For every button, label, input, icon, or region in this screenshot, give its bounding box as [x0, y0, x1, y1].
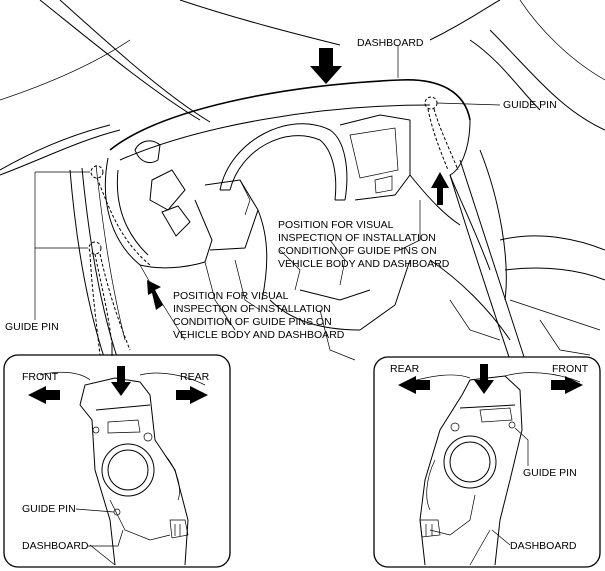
right-guide-pin-label: GUIDE PIN [523, 467, 577, 479]
svg-text:VEHICLE BODY AND DASHBOARD: VEHICLE BODY AND DASHBOARD [278, 258, 450, 270]
position-note-center: POSITION FOR VISUAL INSPECTION OF INSTAL… [278, 219, 450, 270]
right-detail-rear-arrow [398, 376, 430, 394]
svg-text:CONDITION OF GUIDE PINS ON: CONDITION OF GUIDE PINS ON [173, 316, 332, 328]
svg-text:VEHICLE BODY AND DASHBOARD: VEHICLE BODY AND DASHBOARD [173, 329, 345, 341]
svg-text:INSPECTION OF INSTALLATION: INSPECTION OF INSTALLATION [173, 303, 331, 315]
right-dashboard-label: DASHBOARD [510, 540, 577, 552]
right-detail-panel: REAR FRONT GUIDE PIN DASHBOARD [373, 356, 601, 568]
push-down-arrow [310, 48, 342, 84]
right-detail-push-arrow [474, 364, 494, 394]
inspection-arrow-center [431, 172, 449, 205]
left-dashboard-label: DASHBOARD [22, 540, 89, 552]
right-front-label: FRONT [552, 363, 589, 375]
left-guide-pin-label: GUIDE PIN [22, 503, 76, 515]
svg-text:CONDITION OF GUIDE PINS ON: CONDITION OF GUIDE PINS ON [278, 245, 437, 257]
svg-text:POSITION FOR VISUAL: POSITION FOR VISUAL [173, 290, 289, 302]
left-detail-panel: FRONT REAR GUIDE PIN DASHBOARD [3, 345, 231, 568]
dashboard-label: DASHBOARD [357, 37, 424, 49]
left-detail-rear-arrow [176, 386, 208, 404]
inspection-arrow-left [147, 280, 163, 310]
left-rear-label: REAR [180, 371, 210, 383]
right-detail-front-arrow [551, 376, 583, 394]
guide-pin-label-left: GUIDE PIN [5, 321, 59, 333]
guide-pin-label-top: GUIDE PIN [503, 99, 557, 111]
left-front-label: FRONT [22, 371, 59, 383]
vehicle-interior-drawing [0, 0, 605, 361]
svg-text:POSITION FOR VISUAL: POSITION FOR VISUAL [278, 219, 394, 231]
svg-text:INSPECTION OF INSTALLATION: INSPECTION OF INSTALLATION [278, 232, 436, 244]
left-detail-push-arrow [111, 366, 131, 396]
right-rear-label: REAR [390, 363, 420, 375]
position-note-left: POSITION FOR VISUAL INSPECTION OF INSTAL… [173, 290, 345, 341]
left-detail-front-arrow [28, 386, 60, 404]
